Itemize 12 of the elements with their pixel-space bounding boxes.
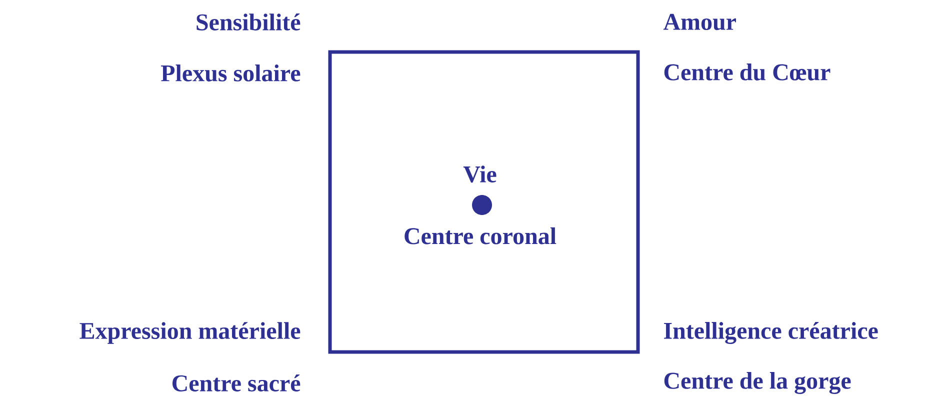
label: Centre sacré xyxy=(172,374,300,392)
label: Centre de la gorge xyxy=(664,372,851,394)
node-caption: Vie xyxy=(463,166,496,183)
label: Sensibilité xyxy=(196,14,300,30)
node-caption: Centre coronal xyxy=(404,227,556,244)
label: Intelligence créatrice xyxy=(664,322,878,344)
label: Centre du Cœur xyxy=(664,64,830,80)
dot xyxy=(472,195,492,215)
label: Plexus solaire xyxy=(161,64,300,82)
label: Amour xyxy=(663,14,736,30)
label: Expression matérielle xyxy=(80,322,300,344)
square-frame xyxy=(328,50,640,354)
